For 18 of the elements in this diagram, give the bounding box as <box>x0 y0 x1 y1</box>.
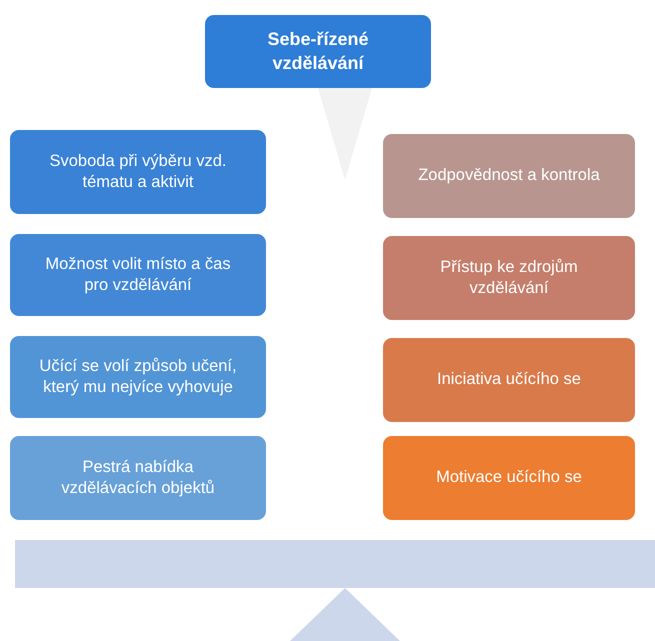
box-label: Možnost volit místo a čas pro vzdělávání <box>44 254 232 296</box>
box-label: Pestrá nabídka vzdělávacích objektů <box>60 456 216 499</box>
box-label: Přístup ke zdrojům vzdělávání <box>439 256 579 299</box>
process-box <box>383 436 635 520</box>
process-box <box>10 336 266 418</box>
process-box <box>10 436 266 520</box>
box-label: Svoboda při výběru vzd. tématu a aktivit <box>48 150 228 193</box>
process-box <box>10 234 266 316</box>
box-label: Sebe-řízené vzdělávání <box>266 28 370 74</box>
process-box <box>205 15 431 88</box>
process-box <box>10 130 266 214</box>
box-label: Motivace učícího se <box>436 467 582 488</box>
process-box <box>383 134 635 218</box>
box-label: Zodpovědnost a kontrola <box>418 165 600 186</box>
process-box <box>383 236 635 320</box>
box-label: Učící se volí způsob učení, který mu nejvíce vyhovuje <box>38 356 238 398</box>
box-label: Iniciativa učícího se <box>437 369 581 390</box>
process-box <box>383 338 635 422</box>
